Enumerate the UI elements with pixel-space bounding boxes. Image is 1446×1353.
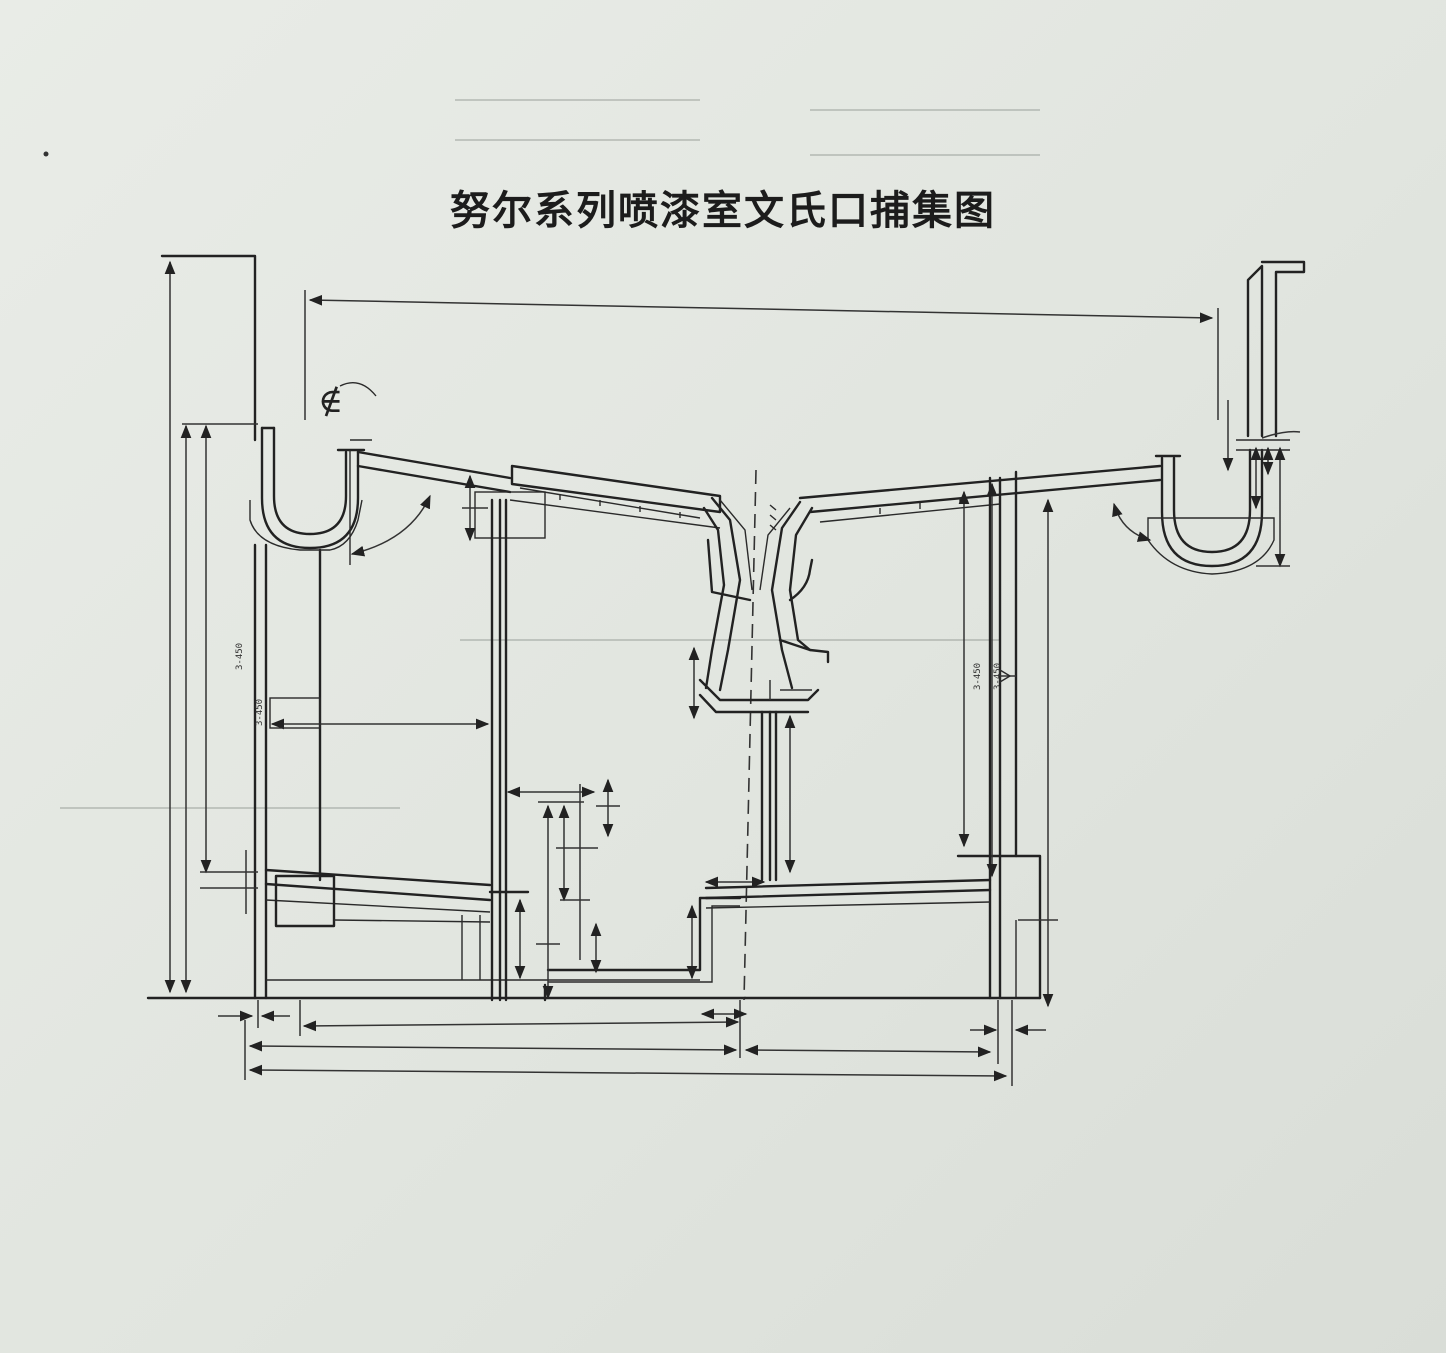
left-wall-assembly [146, 254, 747, 1000]
dim-label-left-upper: 3-450 [235, 643, 245, 670]
scan-artifacts [60, 99, 1040, 809]
handwritten-mark: ∉ [318, 381, 343, 421]
left-lower-tray [264, 868, 530, 928]
right-sloped-plate [798, 464, 1162, 523]
dim-label-right-upper: 3-450 [973, 663, 983, 690]
drawing-title: 努尔系列喷漆室文氏口捕集图 [450, 188, 996, 234]
handwritten-annotation: ∉ [318, 381, 377, 421]
right-u-trough [1147, 260, 1306, 575]
left-u-trough [249, 426, 372, 565]
dim-label-left-lower: 3-450 [255, 699, 265, 726]
right-wall-assembly [704, 470, 1042, 1000]
dim-label-right-lower: 3-450 [993, 663, 1003, 690]
center-venturi-throat [698, 469, 830, 1001]
dimension-lines: 3-450 3-450 3-450 3-450 [164, 260, 1301, 1086]
left-sloped-plate [356, 450, 722, 529]
center-bottom-sump [543, 896, 742, 1002]
stray-dot [43, 151, 49, 157]
left-center-column [461, 491, 546, 1002]
